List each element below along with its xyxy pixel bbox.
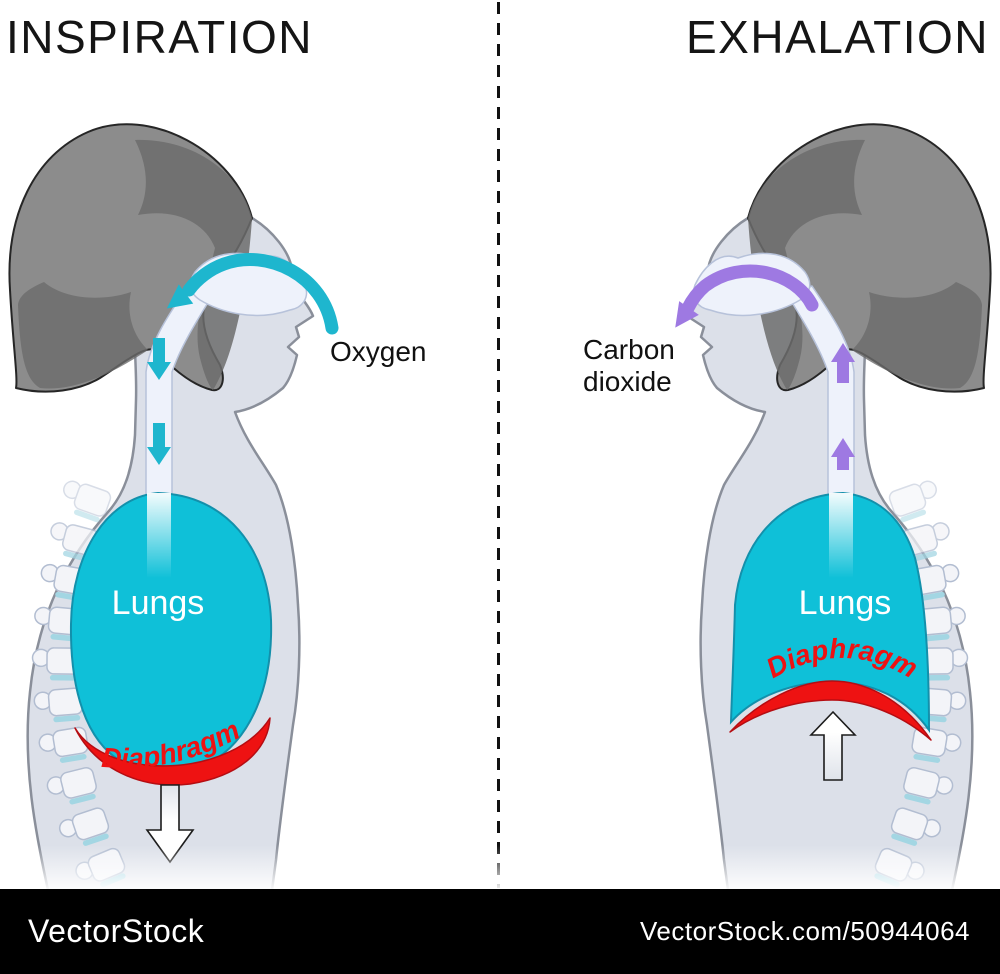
watermark-bar: VectorStock VectorStock.com/50944064 xyxy=(0,889,1000,974)
trachea-lung-fade xyxy=(147,493,171,578)
inspiration-figure: Lungs Diaphragm xyxy=(0,123,500,890)
co2-curved-arrow xyxy=(681,264,819,315)
diaphragm-shape xyxy=(729,680,932,741)
bottom-fade xyxy=(0,845,500,890)
co2-flow-arrows xyxy=(665,264,855,470)
carbon-dioxide-label: Carbon dioxide xyxy=(583,334,675,398)
hair-shading xyxy=(748,139,865,390)
diaphragm-motion-arrow-up xyxy=(809,710,857,781)
hair-shading-lower xyxy=(852,282,982,389)
divider-dashed-line xyxy=(497,2,500,888)
trachea-lung-fade xyxy=(829,493,853,578)
watermark-brand: VectorStock xyxy=(28,913,205,949)
hair-shading-lower xyxy=(18,282,148,389)
lungs-label: Lungs xyxy=(799,584,892,622)
hair-shading xyxy=(135,139,252,390)
oxygen-label: Oxygen xyxy=(330,336,427,367)
title-inspiration: INSPIRATION xyxy=(6,11,314,63)
trachea-up-arrow-1 xyxy=(831,343,855,383)
trachea-up-arrow-2 xyxy=(831,438,855,470)
lungs-shape xyxy=(69,491,273,774)
lungs-label: Lungs xyxy=(112,584,205,622)
oxygen-curved-arrow xyxy=(182,253,339,335)
oxygen-flow-arrows xyxy=(147,253,339,465)
exhalation-figure: Lungs Diaphragm xyxy=(500,123,1000,890)
title-exhalation: EXHALATION xyxy=(686,11,989,63)
diaphragm-shape xyxy=(74,717,271,786)
trachea-down-arrow-2 xyxy=(147,423,171,465)
watermark-url: VectorStock.com/50944064 xyxy=(640,916,970,946)
trachea-down-arrow-1 xyxy=(147,338,171,380)
bottom-fade xyxy=(500,845,1000,890)
